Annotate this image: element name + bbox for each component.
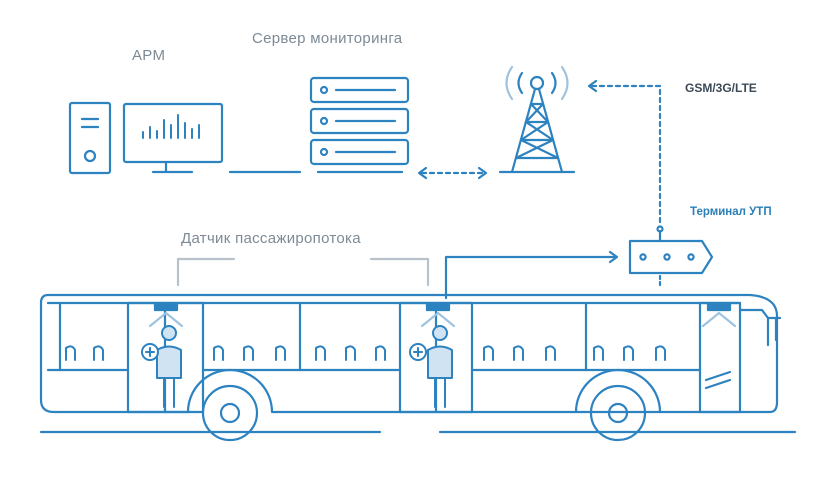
passenger-icon [141,325,182,408]
sensor-bracket [176,257,430,287]
workstation-icon [68,101,224,175]
sensor-label: Датчик пассажиропотока [181,230,361,247]
passenger-icon [409,325,453,408]
gsm-label: GSM/3G/LTE [685,81,757,95]
sensor-terminal-link [444,250,619,300]
server-icon [309,76,410,174]
bus-icon [39,293,797,442]
terminal-label: Терминал УТП [690,206,772,218]
seats [65,345,666,361]
gsm-link [587,79,662,224]
arm-label: АРМ [132,47,166,64]
cell-tower-icon [498,65,576,174]
server-label: Сервер мониторинга [252,30,403,47]
server-tower-link [417,166,488,180]
terminal-icon [628,225,714,290]
